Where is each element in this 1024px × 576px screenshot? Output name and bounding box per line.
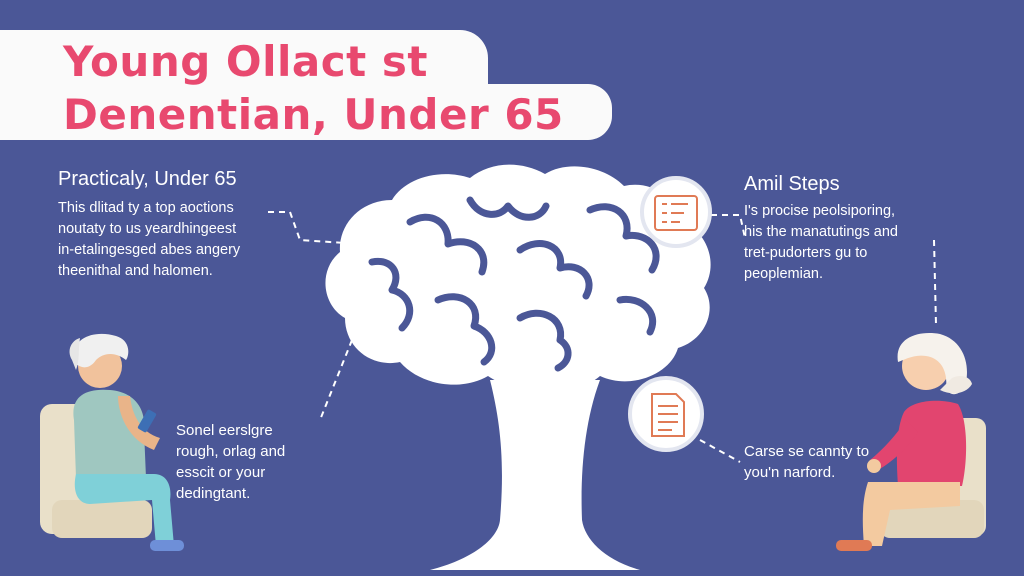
connector-lines	[268, 211, 937, 463]
lower-left-note-line: Sonel eerslgre	[176, 422, 273, 439]
right-panel-line: peoplemian.	[744, 266, 823, 282]
document-icon	[628, 376, 704, 452]
left-panel-heading: Practicaly, Under 65	[58, 168, 237, 190]
title-banner-lower	[0, 84, 612, 140]
connector-left-upper	[268, 211, 361, 245]
left-panel-line: noutaty to us yeardhingeest	[58, 221, 237, 237]
lower-right-note-line: Carse se cannty to	[744, 443, 870, 460]
checklist-icon	[640, 176, 712, 248]
older-man-illustration	[40, 333, 184, 551]
connector-right-upper	[700, 214, 746, 239]
right-panel-line: tret-pudorters gu to	[744, 245, 868, 261]
right-panel-line: I's procise peolsiporing,	[744, 203, 896, 219]
older-woman-illustration	[836, 333, 986, 551]
lower-right-note: Carse se cannty to you'n narford.	[744, 441, 869, 483]
lower-left-note-line: dedingtant.	[176, 485, 251, 502]
lower-left-note-line: esscit or your	[176, 464, 266, 481]
lower-right-note-line: you'n narford.	[744, 464, 836, 481]
lower-left-note: Sonel eerslgre rough, orlag and esscit o…	[176, 420, 285, 504]
left-panel-line: in-etalingesged abes angery	[58, 242, 241, 258]
brain-tree-icon	[325, 164, 711, 570]
page-title-line-2: Denentian, Under 65	[63, 90, 564, 139]
lower-left-note-line: rough, orlag and	[176, 443, 286, 460]
connector-right-side	[933, 239, 937, 326]
connector-right-lower	[699, 439, 741, 463]
right-panel-heading: Amil Steps	[744, 173, 840, 195]
left-panel-line: theenithal and halomen.	[58, 263, 213, 279]
page-title-line-1: Young Ollact st	[63, 37, 428, 86]
right-panel-line: his the manatutings and	[744, 224, 898, 240]
connector-left-lower	[319, 339, 353, 421]
left-panel-text: This dlitad ty a top aoctions noutaty to…	[58, 198, 240, 282]
left-panel-line: This dlitad ty a top aoctions	[58, 200, 234, 216]
right-panel-text: I's procise peolsiporing, his the manatu…	[744, 201, 898, 285]
